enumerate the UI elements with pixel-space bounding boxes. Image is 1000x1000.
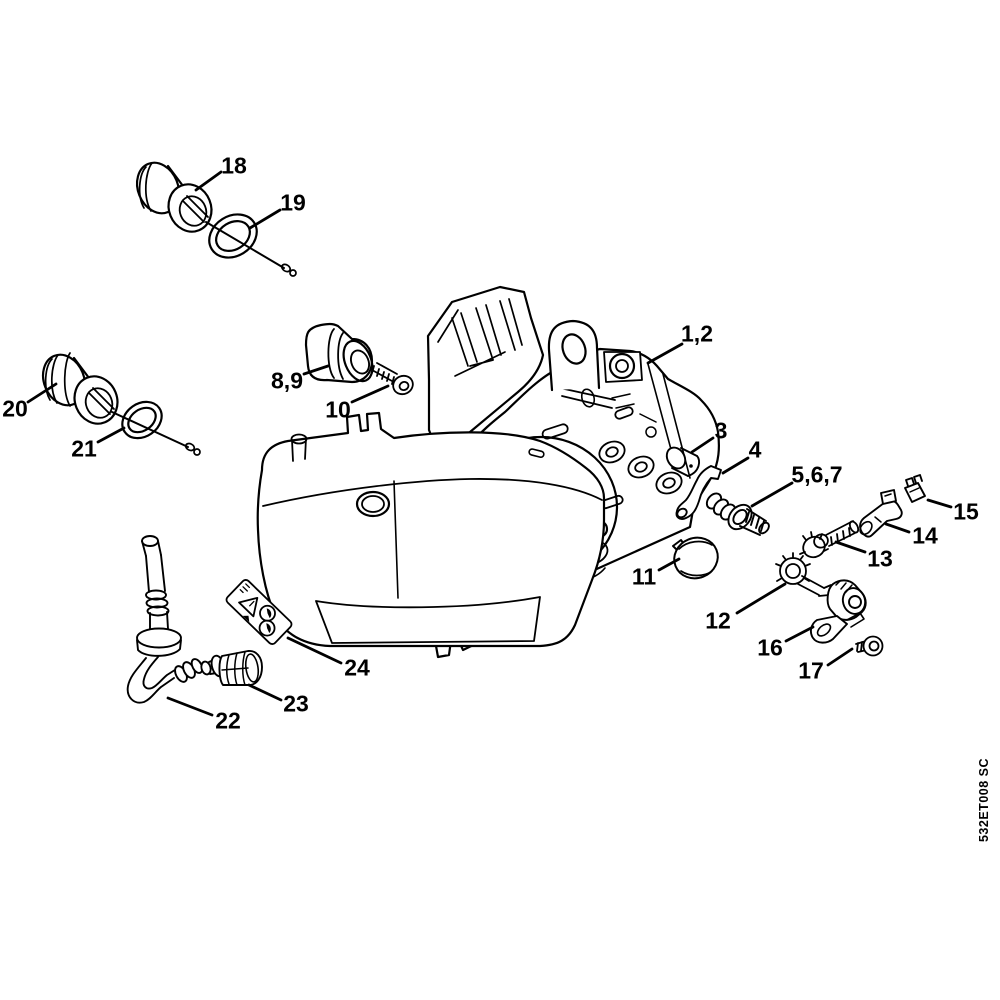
part-label-3: 3	[714, 417, 728, 444]
part-label-15: 15	[953, 498, 979, 525]
leader-17	[826, 647, 854, 667]
part-label-19: 19	[280, 189, 306, 216]
part-label-23: 23	[283, 690, 309, 717]
part-13-screw-drawing	[799, 520, 860, 559]
leader-4	[721, 456, 750, 475]
leader-23	[247, 683, 283, 702]
part-5-6-7-screw-drawing	[705, 492, 770, 536]
leader-12	[735, 582, 787, 615]
part-12-screw-drawing	[775, 552, 832, 597]
leader-1-2	[646, 342, 684, 365]
document-code: 532ET008 SC	[977, 757, 991, 843]
part-label-10: 10	[325, 396, 351, 423]
leader-16	[784, 625, 815, 643]
part-3-plug-drawing	[665, 446, 701, 477]
part-label-16: 16	[757, 634, 783, 661]
part-24-sticker-drawing	[225, 579, 293, 645]
part-label-11: 11	[631, 563, 657, 590]
part-14-slide-drawing	[859, 489, 903, 538]
leader-18	[194, 170, 223, 192]
part-label-13: 13	[867, 545, 893, 572]
leader-13	[834, 540, 867, 554]
part-19-o-ring-drawing	[208, 213, 258, 259]
part-21-o-ring-drawing	[121, 400, 163, 440]
part-8-9-buffer-drawing	[304, 322, 374, 384]
leader-5-6-7	[750, 481, 794, 508]
part-10-screw-drawing	[371, 362, 414, 396]
part-18-cap-drawing	[135, 161, 297, 277]
leader-19	[248, 208, 282, 230]
part-11-cap-drawing	[672, 536, 719, 580]
part-label-14: 14	[912, 522, 938, 549]
part-label-8-9: 8,9	[271, 367, 303, 394]
leader-24	[286, 636, 343, 665]
leader-10	[350, 384, 390, 404]
part-label-18: 18	[221, 152, 247, 179]
leader-3	[690, 436, 715, 454]
part-label-22: 22	[215, 707, 241, 734]
leader-20	[26, 382, 58, 404]
part-label-4: 4	[748, 436, 762, 463]
part-label-24: 24	[344, 654, 370, 681]
part-label-21: 21	[71, 435, 97, 462]
part-label-1-2: 1,2	[681, 320, 713, 347]
leader-21	[96, 426, 126, 444]
leader-8-9	[302, 364, 330, 376]
part-23-filter-drawing	[200, 650, 263, 686]
fuel-tank-drawing	[256, 411, 606, 648]
part-4-hook-drawing	[675, 465, 722, 520]
part-label-5-6-7: 5,6,7	[791, 461, 843, 488]
leader-14	[884, 522, 911, 534]
leader-15	[926, 498, 953, 509]
part-label-20: 20	[2, 395, 28, 422]
part-17-screw-drawing	[855, 635, 884, 657]
leader-22	[166, 696, 214, 717]
leader-lines	[26, 170, 953, 717]
part-label-17: 17	[798, 657, 824, 684]
part-15-nut-drawing	[904, 474, 926, 503]
leader-11	[657, 557, 681, 572]
part-label-12: 12	[705, 607, 731, 634]
part-16-housing-drawing	[809, 579, 867, 644]
part-20-cap-drawing	[41, 352, 201, 456]
part-22-hose-drawing	[126, 535, 204, 704]
